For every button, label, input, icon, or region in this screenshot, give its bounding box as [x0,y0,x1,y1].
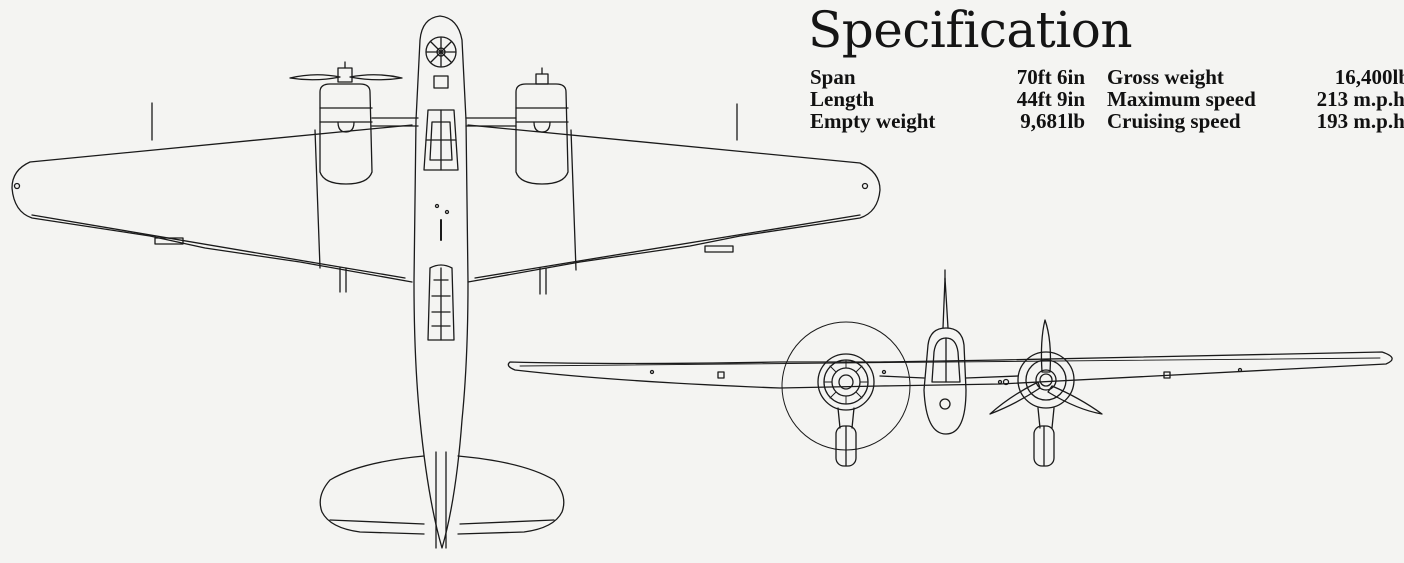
spec-label: Cruising speed [1107,109,1241,133]
left-wing [11,124,413,283]
plan-view-drawing [11,15,881,549]
fuselage [413,15,469,549]
spec-row: Empty weight 9,681lb Cruising speed 193 … [810,110,1404,132]
left-engine-nacelle [319,83,373,185]
spec-label: Span [810,65,856,89]
spec-label: Empty weight [810,109,936,133]
specification-table: Span 70ft 6in Gross weight 16,400lb Leng… [810,66,1404,132]
right-engine-cowling [1017,351,1075,409]
spec-row: Length 44ft 9in Maximum speed 213 m.p.h. [810,88,1404,110]
spec-value: 16,400lb [1334,65,1404,89]
spec-value: 213 m.p.h. [1316,87,1404,111]
spec-value: 44ft 9in [1016,87,1085,111]
spec-label: Length [810,87,875,111]
front-wing [507,351,1393,389]
specification-title: Specification [808,1,1133,59]
spec-value: 70ft 6in [1016,65,1085,89]
spec-value: 9,681lb [1020,109,1085,133]
spec-label: Gross weight [1107,65,1224,89]
front-view-drawing [507,269,1393,467]
spec-row: Span 70ft 6in Gross weight 16,400lb [810,66,1404,88]
right-wing [467,124,881,283]
right-engine-nacelle [515,83,569,185]
spec-value: 193 m.p.h. [1316,109,1404,133]
tailplane [319,455,425,535]
spec-label: Maximum speed [1107,87,1256,111]
